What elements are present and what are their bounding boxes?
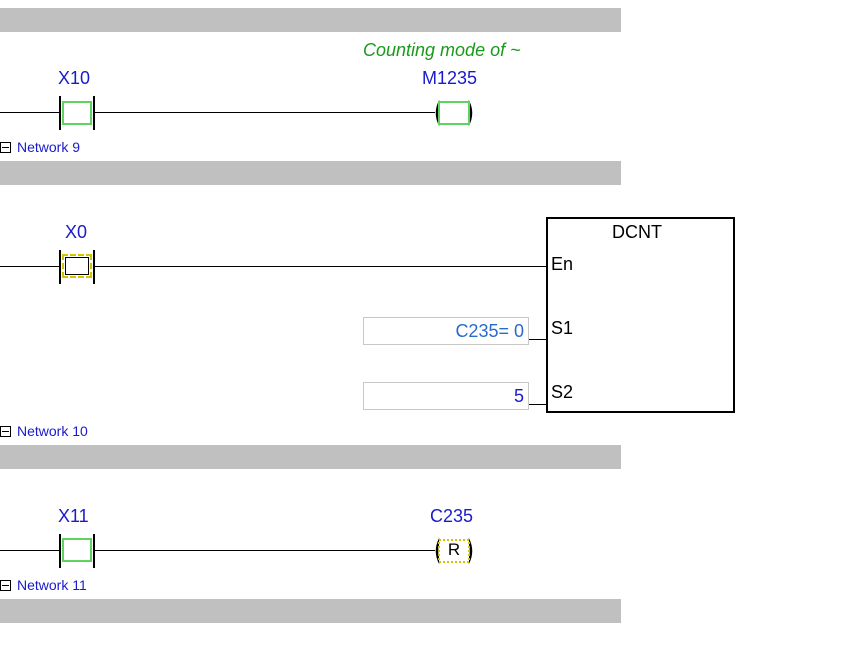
network-label: Network 9 <box>17 139 81 155</box>
collapse-icon[interactable] <box>0 579 11 591</box>
s1-operand-field[interactable]: C235= 0 <box>363 317 529 345</box>
rung-wire <box>0 550 60 551</box>
pin-wire <box>529 404 547 405</box>
rung-wire <box>95 112 435 113</box>
contact-right-bar <box>93 250 95 284</box>
contact-label: X10 <box>58 68 91 88</box>
contact-left-bar <box>59 250 61 284</box>
network-header: Network 10 <box>0 423 88 439</box>
pin-wire <box>529 339 547 340</box>
contact-label: X0 <box>65 222 88 242</box>
contact-left-bar <box>59 534 61 568</box>
network-separator-bar <box>0 445 621 469</box>
contact-x10[interactable] <box>62 101 92 125</box>
network-separator-bar <box>0 599 621 623</box>
function-block-dcnt[interactable] <box>546 217 735 413</box>
coil-label: C235 <box>430 506 474 526</box>
pin-s2: S2 <box>551 382 574 402</box>
network-header: Network 9 <box>0 139 80 155</box>
rung-wire <box>95 550 435 551</box>
network-header: Network 11 <box>0 577 87 593</box>
coil-comment: Counting mode of ~ <box>363 40 521 60</box>
collapse-icon[interactable] <box>0 425 11 437</box>
coil-reset-text: R <box>447 540 461 559</box>
contact-x0[interactable] <box>62 254 92 278</box>
contact-left-bar <box>59 96 61 130</box>
rung-wire <box>0 112 60 113</box>
contact-x11[interactable] <box>62 538 92 562</box>
function-block-title: DCNT <box>612 222 662 242</box>
contact-right-bar <box>93 534 95 568</box>
coil-label: M1235 <box>422 68 478 88</box>
network-separator-bar <box>0 8 621 32</box>
network-separator-bar <box>0 161 621 185</box>
s2-operand-field[interactable]: 5 <box>363 382 529 410</box>
pin-s1: S1 <box>551 318 574 338</box>
coil-c235-reset[interactable]: R <box>432 537 476 565</box>
network-label: Network 10 <box>17 423 88 439</box>
coil-m1235[interactable] <box>432 99 476 127</box>
pin-en: En <box>551 254 574 274</box>
rung-wire <box>95 266 548 267</box>
contact-label: X11 <box>58 506 89 526</box>
coil-shape <box>435 538 473 564</box>
rung-wire <box>0 266 60 267</box>
network-label: Network 11 <box>17 577 87 593</box>
contact-right-bar <box>93 96 95 130</box>
collapse-icon[interactable] <box>0 141 11 153</box>
